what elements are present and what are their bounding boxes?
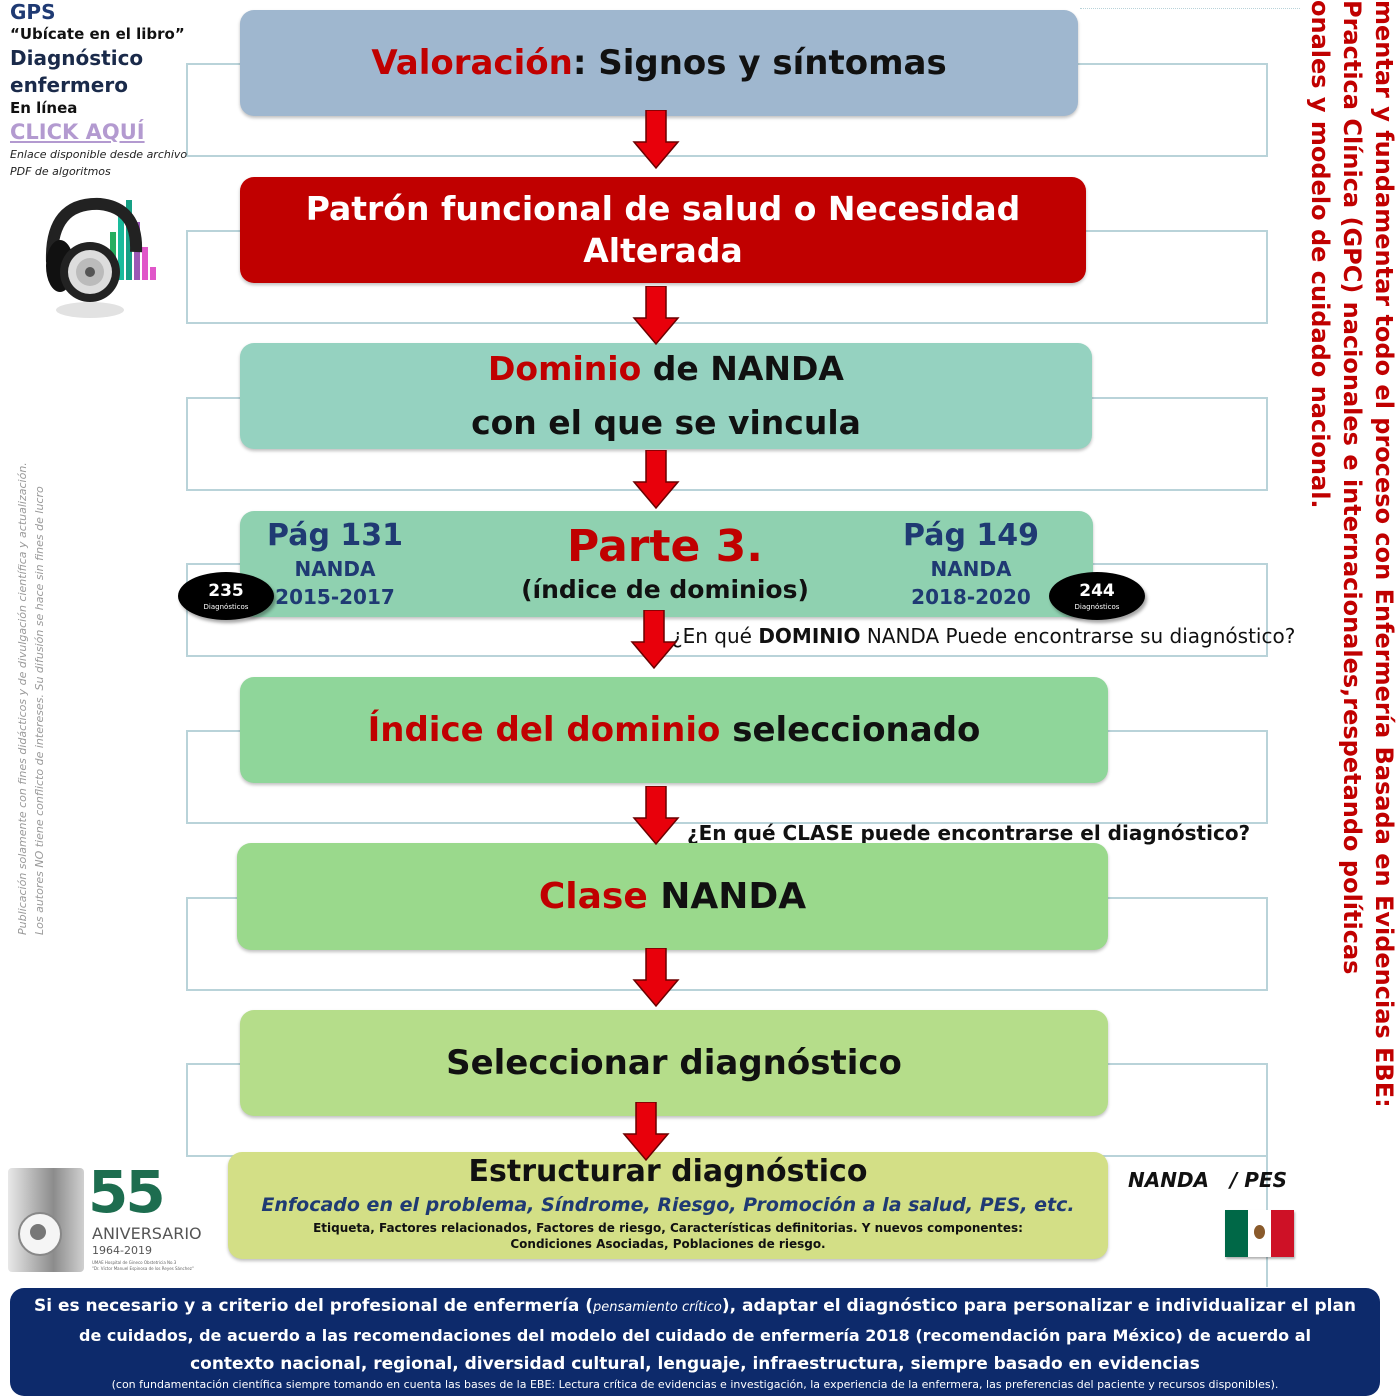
footer-line-1b: ), adaptar el diagnóstico para personali… — [721, 1296, 1357, 1316]
footer-line-1: Si es necesario y a criterio del profesi… — [10, 1292, 1380, 1322]
step-valoracion-text: : Signos y síntomas — [572, 43, 947, 83]
step-estructurar: Estructurar diagnóstico Enfocado en el p… — [228, 1152, 1108, 1259]
step-dominio-text: de NANDA — [641, 349, 844, 388]
step-seleccionar-text: Seleccionar diagnóstico — [446, 1043, 902, 1083]
nanda-label: NANDA — [1128, 1168, 1210, 1192]
right-years: 2018-2020 — [911, 585, 1031, 609]
step-valoracion-red: Valoración — [371, 43, 573, 83]
logo-small: UMAE Hospital de Gineco Obstetricia No.3 — [92, 1260, 177, 1265]
step-indice-red: Índice del dominio — [367, 710, 721, 750]
right-page: Pág 149 — [903, 518, 1039, 553]
logo-years: 1964-2019 — [92, 1244, 152, 1257]
parte3-center: Parte 3. (índice de dominios) — [490, 519, 840, 605]
step-patron: Patrón funcional de salud o Necesidad Al… — [240, 177, 1086, 283]
step-clase-text: NANDA — [647, 876, 807, 917]
link-note-1: Enlace disponible desde archivo — [10, 148, 188, 161]
arrow-down-icon — [632, 110, 680, 170]
estructurar-title: Estructurar diagnóstico — [468, 1154, 868, 1189]
question-dominio-pre: ¿En qué — [672, 624, 759, 648]
link-note-2: PDF de algoritmos — [10, 165, 111, 178]
mexico-flag-icon — [1225, 1210, 1294, 1257]
right-vertical-text: mentar y fundamentar todo el proceso con… — [1304, 0, 1400, 1110]
left-page-block: Pág 131 NANDA 2015-2017 — [260, 517, 410, 611]
step-indice: Índice del dominio seleccionado — [240, 677, 1108, 783]
disclaimer-vertical: Publicación solamente con fines didáctic… — [14, 385, 60, 935]
step-dominio: Dominio de NANDA con el que se vincula — [240, 343, 1092, 449]
disclaimer-line-2: Los autores NO tiene conflicto de intere… — [33, 486, 46, 935]
disclaimer-line-1: Publicación solamente con fines didáctic… — [16, 462, 29, 935]
step-clase-red: Clase — [538, 876, 648, 917]
parte3-subtitle: (índice de dominios) — [521, 575, 809, 604]
arrow-down-icon — [632, 286, 680, 346]
badge-235-label: Diagnósticos — [203, 603, 249, 611]
step-valoracion: Valoración: Signos y síntomas — [240, 10, 1078, 116]
logo-number: 55 — [88, 1158, 166, 1226]
badge-235: 235 Diagnósticos — [178, 572, 274, 620]
question-dominio: ¿En qué DOMINIO NANDA Puede encontrarse … — [672, 624, 1295, 648]
question-dominio-post: NANDA Puede encontrarse su diagnóstico? — [860, 624, 1296, 648]
right-page-block: Pág 149 NANDA 2018-2020 — [896, 517, 1046, 611]
nanda-pes-label: NANDA / PES — [1128, 1168, 1287, 1192]
pes-label: PES — [1244, 1168, 1288, 1192]
step-indice-text: seleccionado — [720, 710, 981, 750]
left-years: 2015-2017 — [275, 585, 395, 609]
estructurar-subtitle: Enfocado en el problema, Síndrome, Riesg… — [261, 1194, 1075, 1216]
en-linea: En línea — [10, 99, 78, 117]
step-patron-line1: Patrón funcional de salud o Necesidad — [305, 189, 1021, 228]
separator: / — [1230, 1168, 1238, 1192]
estructurar-detail1: Etiqueta, Factores relacionados, Factore… — [313, 1221, 1023, 1235]
question-dominio-bold: DOMINIO — [758, 624, 861, 648]
step-parte3: Pág 131 NANDA 2015-2017 Parte 3. (índice… — [240, 511, 1093, 617]
logo-aniversario: ANIVERSARIO — [92, 1224, 202, 1243]
footer-box: Si es necesario y a criterio del profesi… — [10, 1288, 1380, 1396]
arrow-down-icon — [630, 610, 678, 670]
step-patron-line2: Alterada — [583, 231, 743, 270]
badge-235-number: 235 — [208, 581, 244, 601]
vertical-line-2: Practica Clínica (GPC) nacionales e inte… — [1338, 0, 1366, 975]
hospital-emblem-icon — [8, 1168, 84, 1272]
left-nanda: NANDA — [294, 557, 376, 581]
footer-line-4: (con fundamentación científica siempre t… — [111, 1378, 1279, 1391]
badge-244: 244 Diagnósticos — [1049, 572, 1145, 620]
left-page: Pág 131 — [267, 518, 403, 553]
badge-244-label: Diagnósticos — [1074, 603, 1120, 611]
parte3-title: Parte 3. — [567, 521, 763, 572]
arrow-down-icon — [622, 1102, 670, 1162]
footer-line-1a: Si es necesario y a criterio del profesi… — [33, 1296, 594, 1316]
step-dominio-red: Dominio — [488, 349, 642, 388]
right-nanda: NANDA — [930, 557, 1012, 581]
arrow-down-icon — [632, 450, 680, 510]
step-seleccionar: Seleccionar diagnóstico — [240, 1010, 1108, 1116]
vertical-line-3: onales y modelo de cuidado nacional. — [1306, 0, 1334, 509]
ubicate-text: “Ubícate en el libro” — [10, 25, 185, 43]
aniversario-logo: 55 ANIVERSARIO 1964-2019 UMAE Hospital d… — [8, 1160, 220, 1278]
headphones-icon[interactable] — [40, 192, 160, 322]
footer-line-3: contexto nacional, regional, diversidad … — [190, 1354, 1200, 1374]
question-clase: ¿En qué CLASE puede encontrarse el diagn… — [687, 821, 1251, 845]
click-here-link[interactable]: CLICK AQUÍ — [10, 120, 145, 144]
sidebar: GPS “Ubícate en el libro” Diagnóstico en… — [10, 0, 190, 180]
step-clase: Clase NANDA — [237, 843, 1108, 950]
diag-line1: Diagnóstico — [10, 46, 144, 70]
arrow-down-icon — [632, 786, 680, 846]
dotted-top-line — [1080, 8, 1300, 9]
gps-title: GPS — [10, 0, 56, 24]
step-dominio-line2: con el que se vincula — [471, 403, 861, 442]
logo-small2: "Dr. Víctor Manuel Espinosa de los Reyes… — [92, 1266, 194, 1271]
footer-line-1-italic: pensamiento crítico — [593, 1300, 722, 1315]
badge-244-number: 244 — [1079, 581, 1115, 601]
diag-line2: enfermero — [10, 73, 128, 97]
vertical-line-1: mentar y fundamentar todo el proceso con… — [1370, 0, 1398, 1108]
estructurar-detail2: Condiciones Asociadas, Poblaciones de ri… — [510, 1237, 826, 1251]
arrow-down-icon — [632, 948, 680, 1008]
footer-line-2: de cuidados, de acuerdo a las recomendac… — [78, 1326, 1312, 1345]
